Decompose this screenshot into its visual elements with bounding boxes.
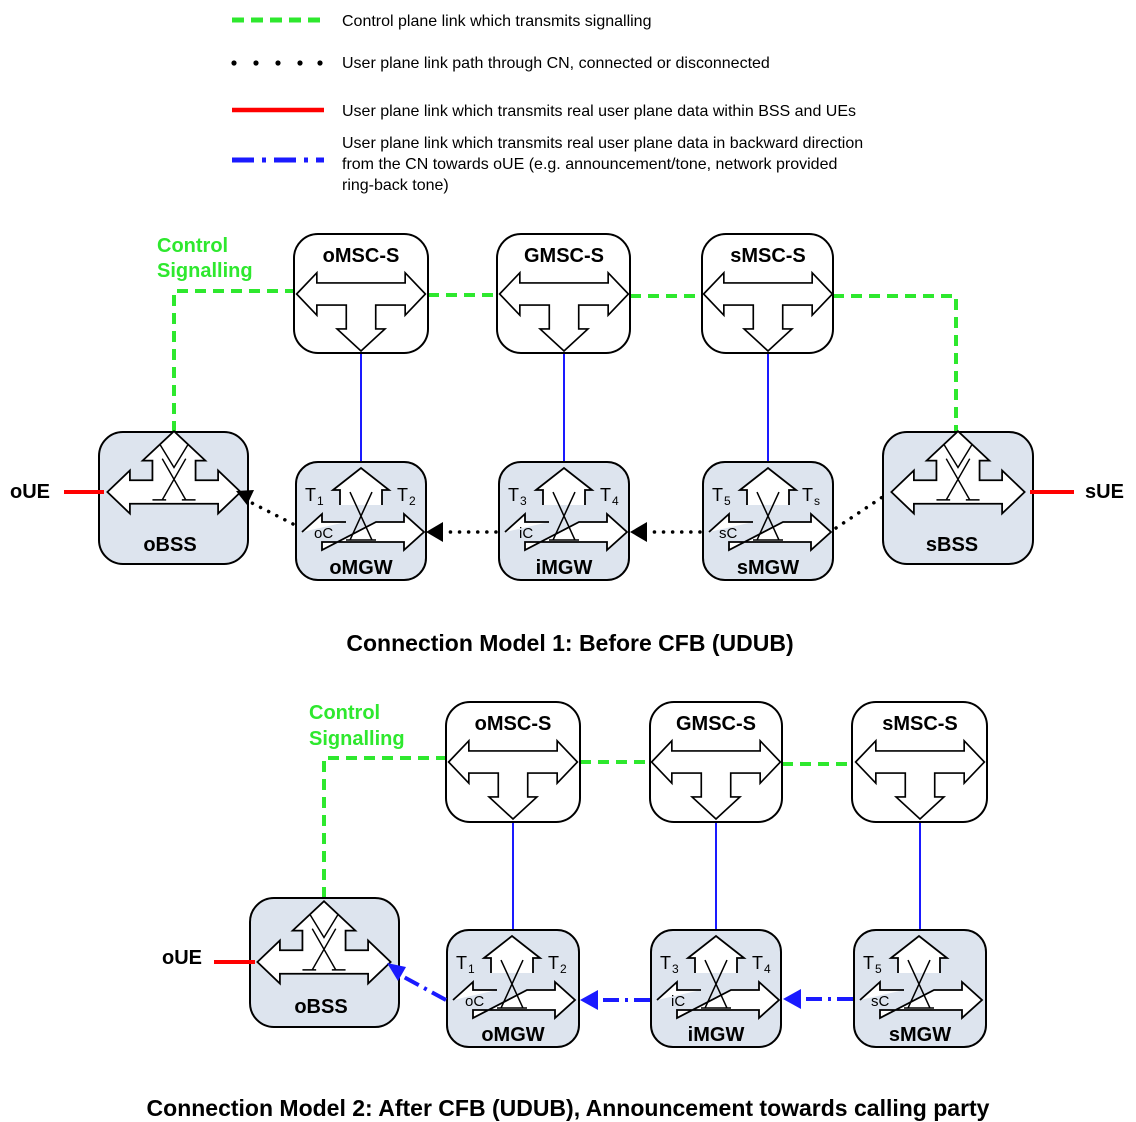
- m2-control-link: [322, 756, 852, 898]
- legend-blue-text-3: ring-back tone): [342, 177, 449, 194]
- m2-oue-label: oUE: [162, 947, 202, 969]
- m2-mgw-i: T 3 T 4 iC iMGW: [650, 929, 782, 1048]
- m2-control-label-2: Signalling: [309, 728, 405, 750]
- m2-imgw-t-left: T: [660, 953, 671, 973]
- m2-smgw-label: sMGW: [889, 1024, 951, 1046]
- m2-imgw-label: iMGW: [688, 1024, 745, 1046]
- m1-title: Connection Model 1: Before CFB (UDUB): [346, 630, 793, 656]
- m1-obss-label: oBSS: [143, 534, 196, 556]
- m2-obss-label: oBSS: [294, 996, 347, 1018]
- m1-omgw-t-right-sub: 2: [409, 494, 416, 508]
- m1-smgw-context: sC: [719, 525, 738, 542]
- m2-server-omsc: oMSC-S: [445, 701, 581, 823]
- m1-sbss: sBSS: [882, 430, 1034, 565]
- m1-smgw-t-right: T: [802, 485, 813, 505]
- m2-imgw-t-right-sub: 4: [764, 962, 771, 976]
- m2-smgw-context: sC: [871, 993, 890, 1010]
- m1-control-label-2: Signalling: [157, 260, 253, 282]
- legend-blue-text-2: from the CN towards oUE (e.g. announceme…: [342, 156, 837, 173]
- m1-imgw-context: iC: [519, 525, 533, 542]
- m1-omgw-context: oC: [314, 525, 333, 542]
- m2-backward-links: [387, 963, 853, 1010]
- m2-title: Connection Model 2: After CFB (UDUB), An…: [147, 1095, 990, 1121]
- m1-smgw-t-left-sub: 5: [724, 494, 731, 508]
- m2-server-gmsc-label: GMSC-S: [676, 713, 756, 735]
- m1-server-omsc-label: oMSC-S: [323, 245, 400, 267]
- legend-control-text: Control plane link which transmits signa…: [342, 13, 651, 30]
- m1-imgw-t-left-sub: 3: [520, 494, 527, 508]
- m1-smgw-t-left: T: [712, 485, 723, 505]
- m2-server-smsc-label: sMSC-S: [882, 713, 958, 735]
- m1-server-smsc-label: sMSC-S: [730, 245, 806, 267]
- m2-mgw-s: T 5 sC sMGW: [853, 929, 987, 1048]
- m1-control-label-1: Control: [157, 235, 228, 257]
- m2-obss: oBSS: [249, 897, 400, 1028]
- m2-omgw-t-left: T: [456, 953, 467, 973]
- m2-control-label-1: Control: [309, 702, 380, 724]
- m1-smgw-t-right-sub: s: [814, 494, 820, 508]
- legend-blue-text-1: User plane link which transmits real use…: [342, 135, 863, 152]
- model1: Control Signalling oMSC-S GMSC-S sMSC-S …: [10, 233, 1124, 656]
- m1-imgw-t-right: T: [600, 485, 611, 505]
- m2-mgw-o: T 1 T 2 oC oMGW: [446, 929, 580, 1048]
- m1-server-gmsc: GMSC-S: [496, 233, 631, 354]
- m1-sbss-label: sBSS: [926, 534, 978, 556]
- m1-smgw-label: sMGW: [737, 557, 799, 579]
- m1-obss: oBSS: [98, 430, 249, 565]
- m2-server-omsc-label: oMSC-S: [475, 713, 552, 735]
- m2-omgw-t-right: T: [548, 953, 559, 973]
- m1-dotted-links: [236, 490, 886, 542]
- m1-sue-label: sUE: [1085, 481, 1124, 503]
- legend-red-text: User plane link which transmits real use…: [342, 103, 856, 120]
- legend: Control plane link which transmits signa…: [231, 13, 863, 194]
- model2: Control Signalling oMSC-S GMSC-S sMSC-S …: [147, 701, 990, 1121]
- m2-omgw-context: oC: [465, 993, 484, 1010]
- legend-dotted-text: User plane link path through CN, connect…: [342, 55, 770, 72]
- m1-mgw-i: T 3 T 4 iC iMGW: [498, 461, 630, 581]
- m2-smgw-t-left-sub: 5: [875, 962, 882, 976]
- m2-imgw-context: iC: [671, 993, 685, 1010]
- m1-imgw-t-left: T: [508, 485, 519, 505]
- m2-omgw-t-left-sub: 1: [468, 962, 475, 976]
- m2-imgw-t-right: T: [752, 953, 763, 973]
- m1-omgw-t-left: T: [305, 485, 316, 505]
- m2-smgw-t-left: T: [863, 953, 874, 973]
- m1-server-omsc: oMSC-S: [293, 233, 429, 354]
- m1-server-smsc: sMSC-S: [701, 233, 834, 354]
- m1-omgw-label: oMGW: [329, 557, 392, 579]
- m2-imgw-t-left-sub: 3: [672, 962, 679, 976]
- m2-server-gmsc: GMSC-S: [649, 701, 783, 823]
- m1-imgw-label: iMGW: [536, 557, 593, 579]
- m1-mgw-s: T 5 T s sC sMGW: [702, 461, 834, 581]
- m1-server-gmsc-label: GMSC-S: [524, 245, 604, 267]
- m2-omgw-t-right-sub: 2: [560, 962, 567, 976]
- m2-omgw-label: oMGW: [481, 1024, 544, 1046]
- m1-mgw-o: T 1 T 2 oC oMGW: [295, 461, 427, 581]
- m1-omgw-t-left-sub: 1: [317, 494, 324, 508]
- m1-oue-label: oUE: [10, 481, 50, 503]
- m1-imgw-t-right-sub: 4: [612, 494, 619, 508]
- m2-server-smsc: sMSC-S: [851, 701, 988, 823]
- legend-dotted-line: [231, 60, 323, 66]
- m1-omgw-t-right: T: [397, 485, 408, 505]
